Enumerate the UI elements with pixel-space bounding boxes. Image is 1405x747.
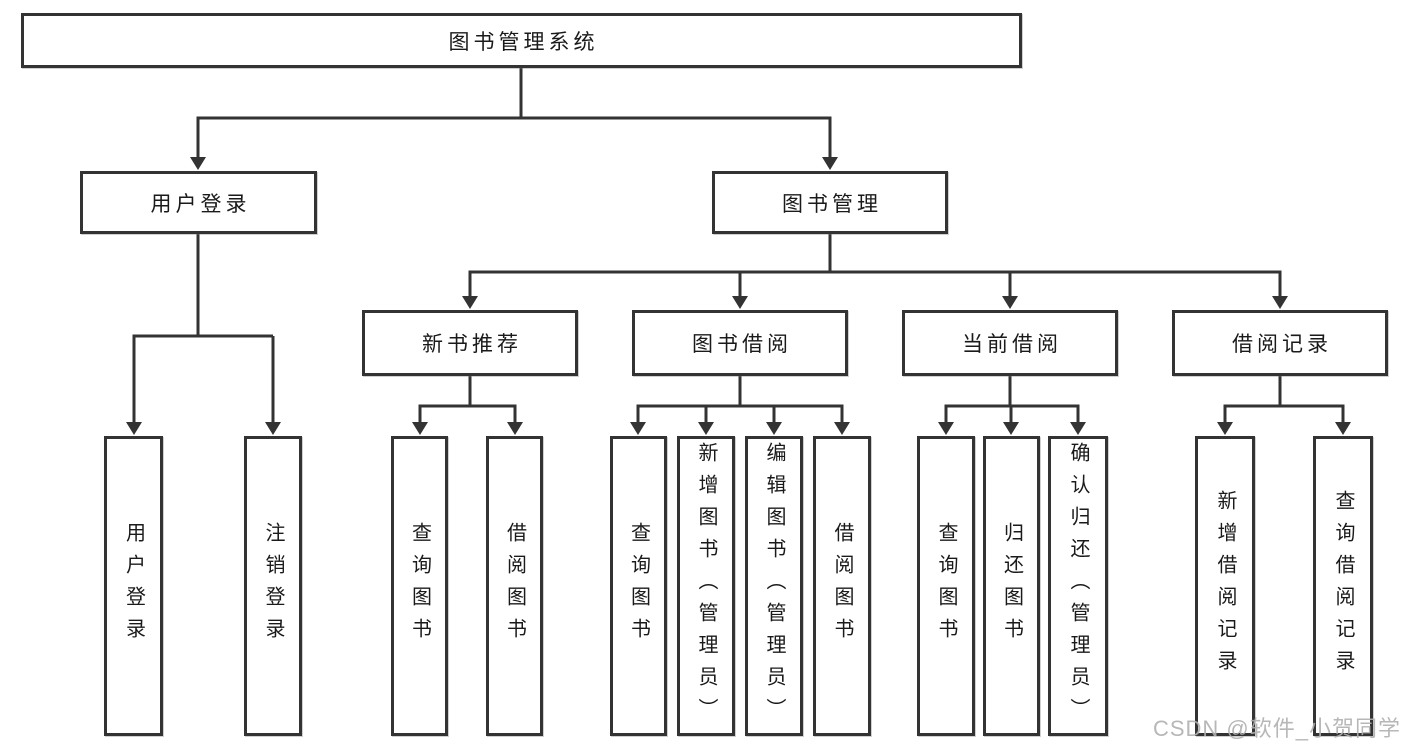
node-bb-query-books: 查询图书 — [610, 436, 667, 736]
node-label: 借阅记录 — [1232, 333, 1332, 356]
node-br-query-record: 查询借阅记录 — [1313, 436, 1373, 736]
node-library-system: 图书管理系统 — [21, 13, 1022, 68]
node-cb-confirm-return-admin: 确认归还（管理员） — [1048, 436, 1108, 736]
node-bb-borrow-books: 借阅图书 — [813, 436, 871, 736]
connector-borrowing-records-children — [1217, 376, 1351, 435]
node-borrowing-records: 借阅记录 — [1172, 310, 1388, 376]
node-user-login-leaf: 用户登录 — [104, 436, 163, 736]
node-br-add-record: 新增借阅记录 — [1195, 436, 1255, 736]
node-logout: 注销登录 — [244, 436, 302, 736]
node-cb-return-books: 归还图书 — [983, 436, 1040, 736]
node-label: 新增图书（管理员） — [695, 442, 717, 730]
node-label: 图书借阅 — [692, 333, 792, 356]
node-label: 注销登录 — [262, 522, 284, 650]
watermark: CSDN @软件_小贺同学 — [1152, 716, 1401, 741]
node-book-borrowing: 图书借阅 — [632, 310, 848, 376]
node-user-login: 用户登录 — [80, 171, 317, 234]
connector-user-login-children — [126, 234, 281, 435]
node-cb-query-books: 查询图书 — [917, 436, 975, 736]
connector-book-borrowing-children — [630, 376, 850, 435]
node-label: 查询图书 — [408, 522, 431, 650]
connector-root-to-level2 — [190, 68, 838, 170]
node-new-book-recommend: 新书推荐 — [362, 310, 578, 376]
node-label: 借阅图书 — [503, 522, 526, 650]
connector-book-management-children — [462, 234, 1288, 309]
node-book-management: 图书管理 — [712, 171, 948, 234]
node-label: 用户登录 — [122, 522, 145, 650]
connector-current-borrowing-children — [938, 376, 1086, 435]
node-bb-add-books-admin: 新增图书（管理员） — [677, 436, 735, 736]
node-label: 用户登录 — [150, 192, 251, 216]
connector-new-book-recommend-children — [412, 376, 523, 435]
node-current-borrowing: 当前借阅 — [902, 310, 1118, 376]
node-label: 新书推荐 — [422, 333, 522, 356]
node-label: 图书管理系统 — [448, 30, 599, 54]
node-bb-edit-books-admin: 编辑图书（管理员） — [745, 436, 803, 736]
node-label: 编辑图书（管理员） — [763, 442, 785, 730]
node-label: 查询图书 — [935, 522, 957, 650]
node-nb-query-books: 查询图书 — [391, 436, 448, 736]
node-label: 当前借阅 — [962, 333, 1062, 356]
node-nb-borrow-books: 借阅图书 — [486, 436, 543, 736]
node-label: 查询借阅记录 — [1332, 490, 1354, 682]
node-label: 图书管理 — [782, 192, 882, 216]
node-label: 新增借阅记录 — [1214, 490, 1236, 682]
node-label: 确认归还（管理员） — [1067, 442, 1089, 730]
node-label: 归还图书 — [1000, 522, 1023, 650]
node-label: 查询图书 — [627, 522, 650, 650]
node-label: 借阅图书 — [831, 522, 853, 650]
